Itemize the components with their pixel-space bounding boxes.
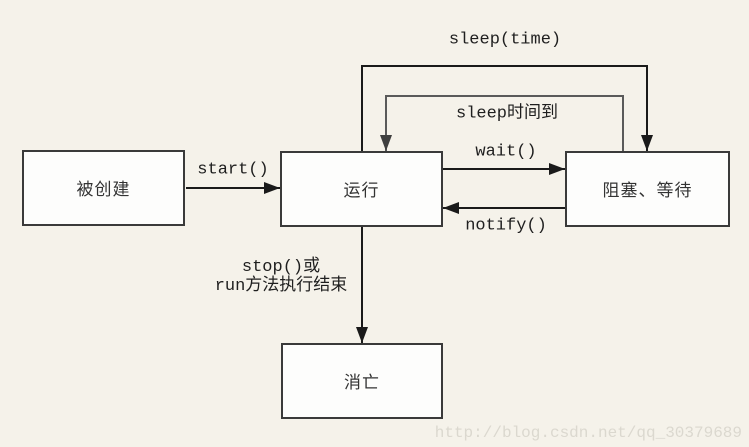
- arrow-sleep-elapsed: [380, 95, 624, 151]
- label-start: start(): [197, 160, 269, 180]
- label-wait: wait(): [475, 142, 537, 162]
- label-stop-line2: run方法执行结束: [214, 277, 348, 296]
- state-box-dead: 消亡: [281, 343, 443, 419]
- state-label-running: 运行: [343, 183, 380, 202]
- state-label-dead: 消亡: [344, 375, 380, 394]
- label-stop-or-run-end: stop()或 run方法执行结束: [215, 258, 348, 296]
- state-box-created: 被创建: [22, 150, 185, 226]
- label-notify: notify(): [465, 216, 547, 236]
- label-sleep-time: sleep(time): [448, 30, 562, 50]
- label-sleep-elapsed: sleep时间到: [455, 104, 559, 124]
- arrow-sleep-time: [361, 65, 653, 151]
- state-box-running: 运行: [280, 151, 443, 227]
- state-label-created: 被创建: [76, 182, 131, 201]
- label-stop-line1: stop()或: [241, 258, 321, 277]
- state-label-blocked-waiting: 阻塞、等待: [602, 183, 693, 202]
- state-box-blocked-waiting: 阻塞、等待: [565, 151, 730, 227]
- watermark: http://blog.csdn.net/qq_30379689: [434, 424, 742, 442]
